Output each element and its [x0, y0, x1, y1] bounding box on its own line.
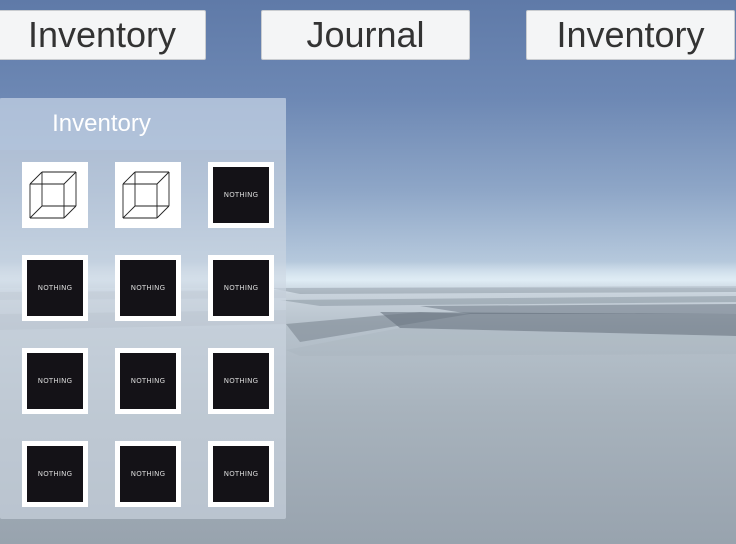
inventory-slot[interactable]: NOTHING — [208, 348, 274, 414]
inventory-panel-header: Inventory — [0, 98, 286, 150]
inventory-panel-title: Inventory — [52, 110, 151, 137]
slot-label: NOTHING — [223, 191, 259, 199]
inventory-slot[interactable]: NOTHING — [115, 255, 181, 321]
inventory-slot[interactable]: NOTHING — [22, 441, 88, 507]
empty-slot-background: NOTHING — [27, 260, 83, 316]
inventory-slot[interactable]: NOTHING — [208, 441, 274, 507]
inventory-slot[interactable] — [22, 162, 88, 228]
empty-slot-background: NOTHING — [213, 260, 269, 316]
inventory-slot[interactable]: NOTHING — [22, 348, 88, 414]
empty-slot-background: NOTHING — [213, 167, 269, 223]
empty-slot-background: NOTHING — [120, 353, 176, 409]
slot-label: NOTHING — [223, 377, 259, 385]
slot-label: NOTHING — [37, 470, 73, 478]
slot-label: NOTHING — [130, 284, 166, 292]
inventory-slot[interactable] — [115, 162, 181, 228]
slot-label: NOTHING — [37, 377, 73, 385]
slot-label: NOTHING — [37, 284, 73, 292]
inventory-slot[interactable]: NOTHING — [115, 441, 181, 507]
wireframe-cube-icon — [29, 171, 77, 219]
inventory-button-right[interactable]: Inventory — [526, 10, 735, 60]
slot-label: NOTHING — [223, 470, 259, 478]
inventory-slot[interactable]: NOTHING — [115, 348, 181, 414]
slot-label: NOTHING — [130, 377, 166, 385]
inventory-button-left[interactable]: Inventory — [0, 10, 206, 60]
empty-slot-background: NOTHING — [213, 446, 269, 502]
inventory-panel: Inventory NOTHING NOTHING NOTHING NOTHING NO… — [0, 98, 286, 519]
wireframe-cube-icon — [122, 171, 170, 219]
inventory-slot[interactable]: NOTHING — [22, 255, 88, 321]
slot-label: NOTHING — [223, 284, 259, 292]
empty-slot-background: NOTHING — [120, 446, 176, 502]
inventory-slot[interactable]: NOTHING — [208, 255, 274, 321]
inventory-slot[interactable]: NOTHING — [208, 162, 274, 228]
slot-label: NOTHING — [130, 470, 166, 478]
empty-slot-background: NOTHING — [120, 260, 176, 316]
empty-slot-background: NOTHING — [27, 353, 83, 409]
empty-slot-background: NOTHING — [27, 446, 83, 502]
journal-button[interactable]: Journal — [261, 10, 470, 60]
empty-slot-background: NOTHING — [213, 353, 269, 409]
